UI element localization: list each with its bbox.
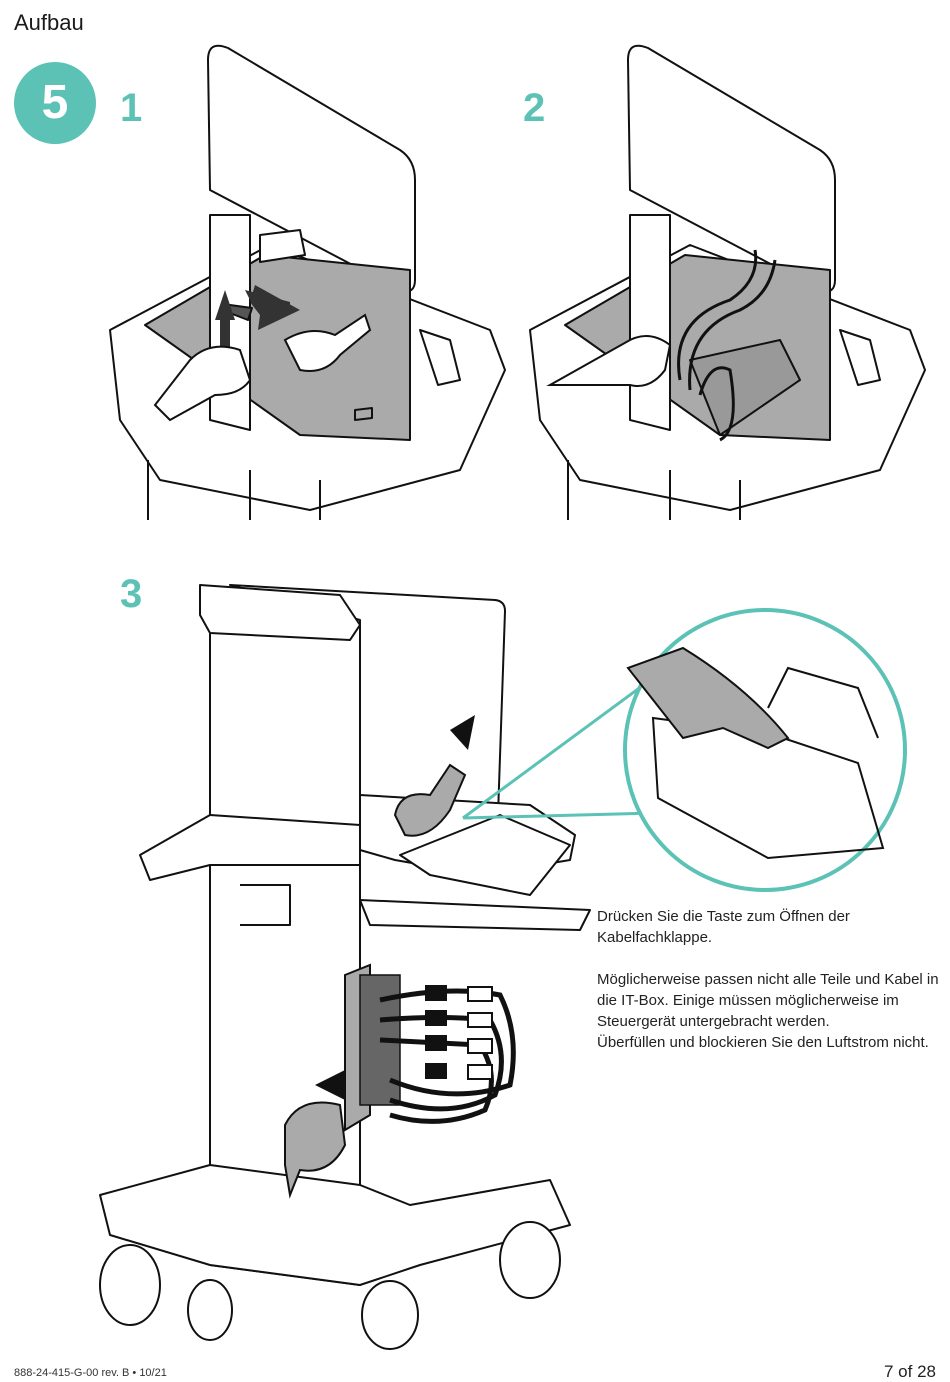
instruction-cable-note: Möglicherweise passen nicht alle Teile u…	[597, 969, 945, 1053]
illustration-panel-2	[520, 40, 940, 522]
step-badge: 5	[14, 62, 96, 144]
section-title: Aufbau	[14, 10, 84, 36]
instruction-note: Drücken Sie die Taste zum Öffnen der Kab…	[597, 906, 945, 1074]
instruction-cable-note-line-2: Überfüllen und blockieren Sie den Luftst…	[597, 1032, 945, 1053]
instruction-open-cover: Drücken Sie die Taste zum Öffnen der Kab…	[597, 906, 945, 948]
instruction-cable-note-line-1: Möglicherweise passen nicht alle Teile u…	[597, 969, 945, 1032]
detail-zoom-circle	[438, 608, 918, 908]
footer-page-number: 7 of 28	[884, 1362, 936, 1382]
illustration-panel-1	[100, 40, 520, 522]
footer-doc-id: 888-24-415-G-00 rev. B • 10/21	[14, 1367, 167, 1379]
